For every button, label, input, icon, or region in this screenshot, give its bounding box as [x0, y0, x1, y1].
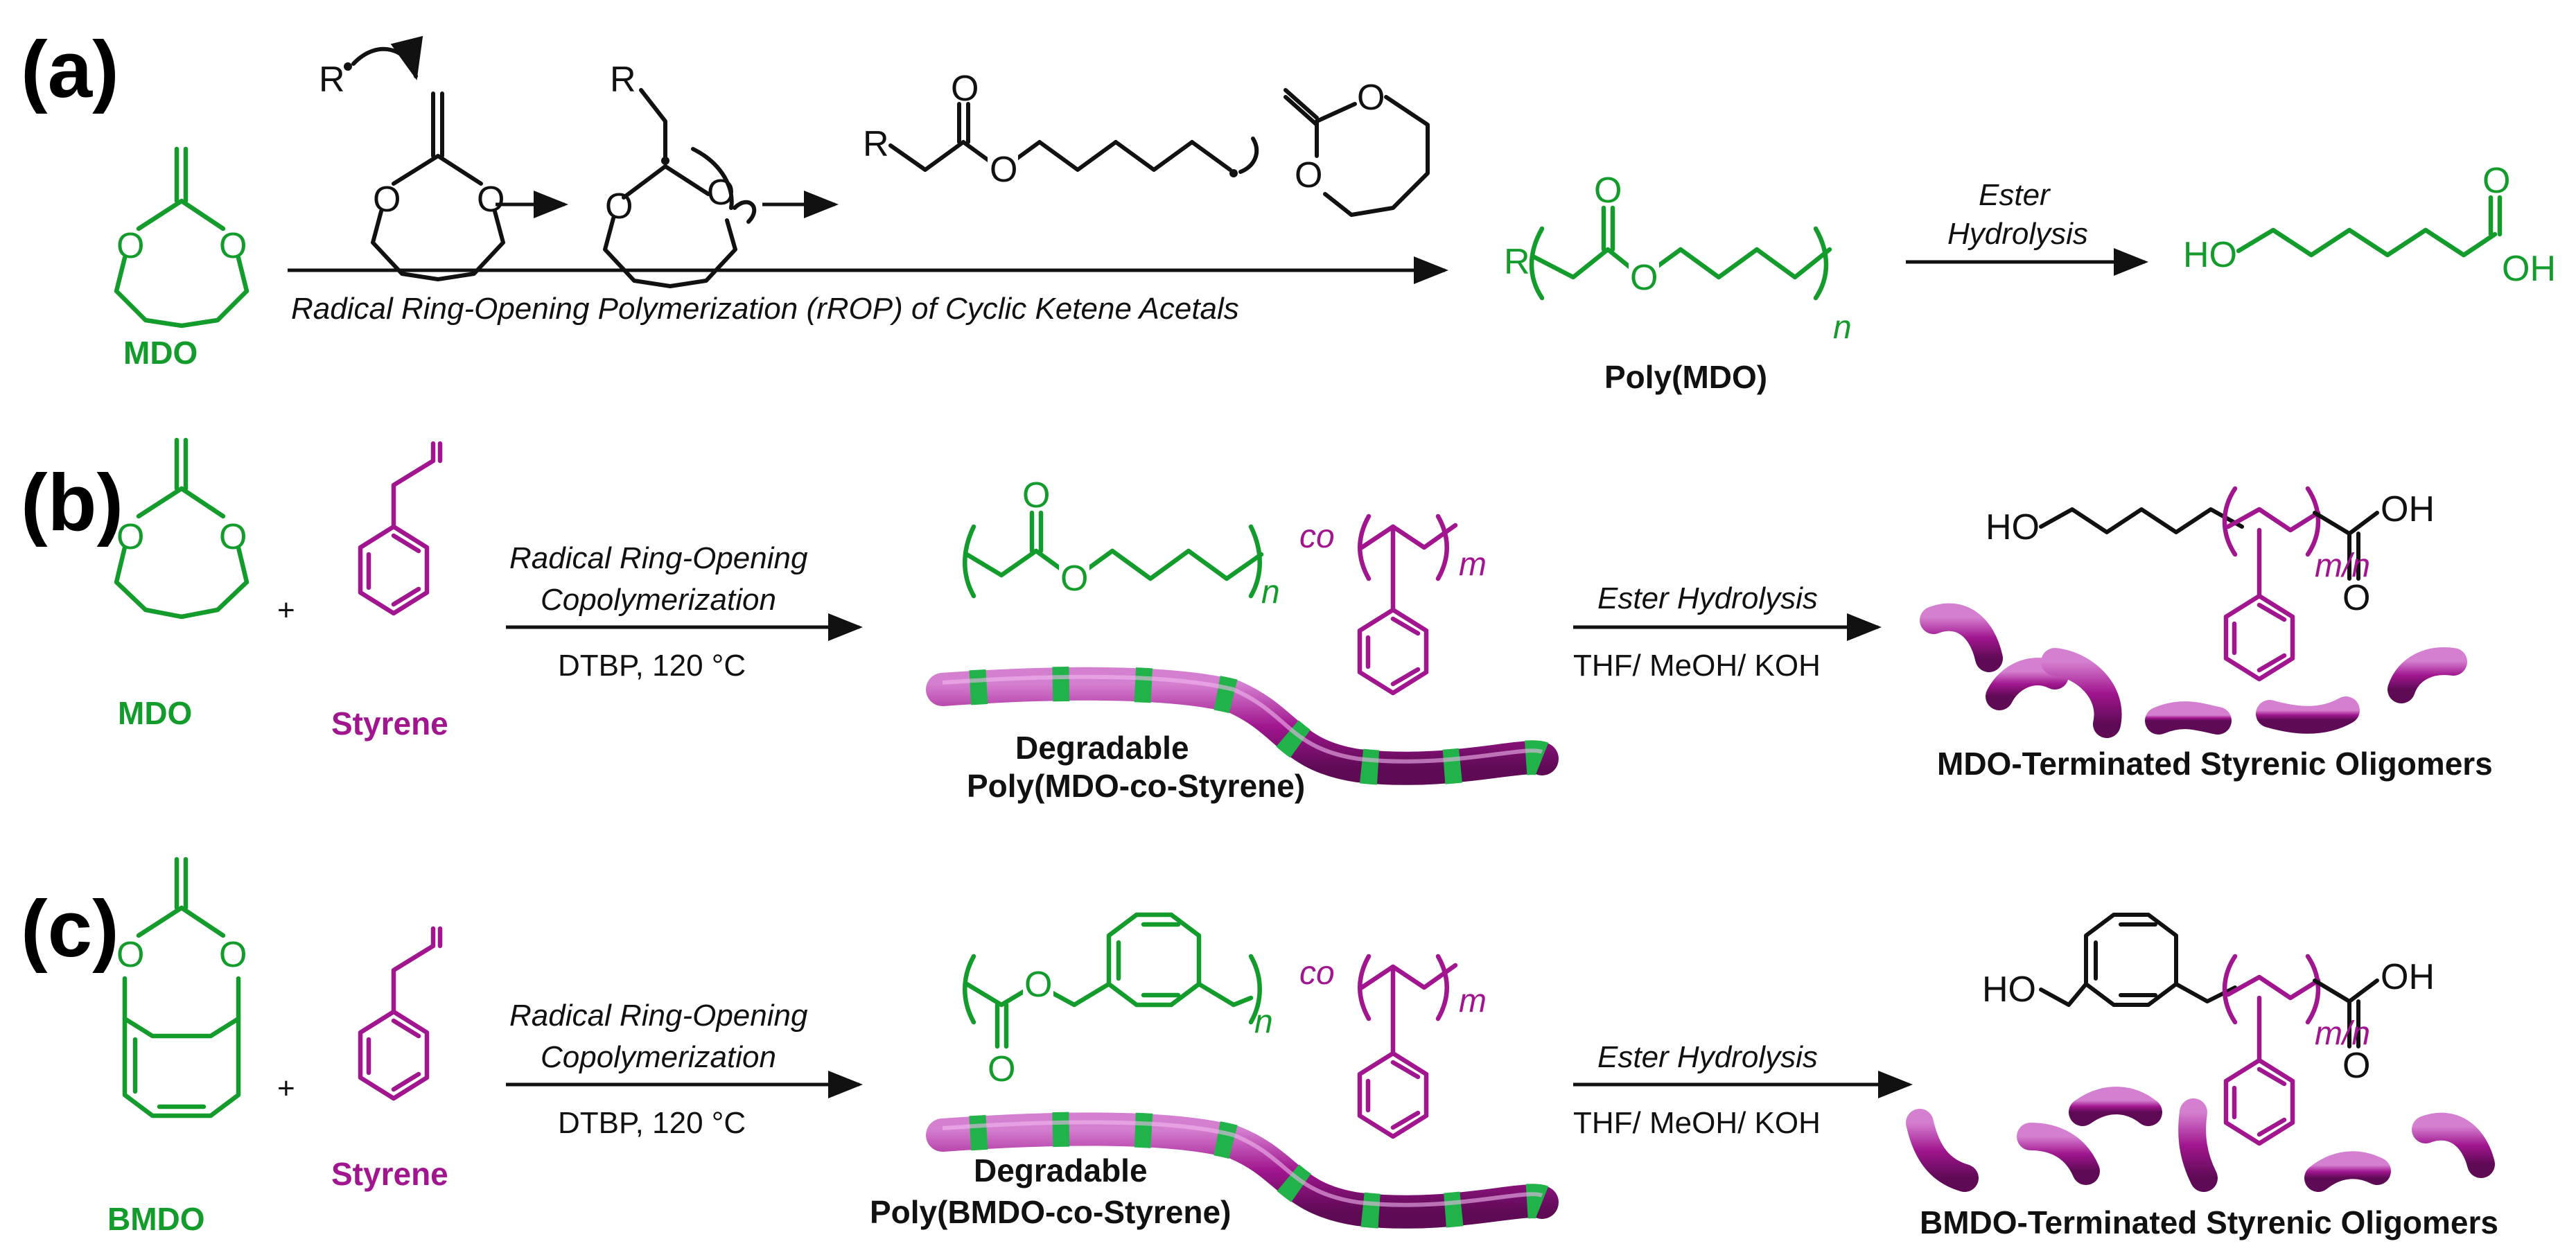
mdo-label-b: MDO — [118, 695, 192, 731]
panel-b: (b) O O MDO + Styrene Radical Ring-Openi… — [21, 437, 2493, 804]
panel-c: (c) O O BMDO + Styrene Radical Ring-Open… — [21, 857, 2498, 1240]
o-atom-mdo2a: O — [1357, 78, 1385, 118]
product-c-mn: m/n — [2315, 1015, 2370, 1052]
poly-mdo-structure: R O O n Poly(MDO) — [1504, 170, 1852, 395]
o-atom-i1b: O — [477, 179, 505, 220]
copoly-c-n: n — [1254, 1003, 1273, 1040]
r-atom-1: R — [319, 60, 345, 100]
styrene-structure-b: Styrene — [331, 441, 448, 741]
cond-c-line2: Copolymerization — [541, 1040, 776, 1074]
degradable-c: Degradable — [974, 1152, 1148, 1188]
intermediate-1: R O O — [319, 35, 505, 281]
product-b-mn: m/n — [2315, 547, 2370, 584]
styrene-label-b: Styrene — [331, 705, 448, 741]
hydrolysis-line2: Hydrolysis — [1947, 217, 2088, 251]
copolymer-structure-c: O O n co m — [963, 912, 1487, 1139]
copolymer-structure-b: O O n co m — [963, 475, 1487, 696]
poly-mdo-label: Poly(MDO) — [1604, 359, 1767, 395]
product-oligomer-c: HO O OH m/n — [1982, 913, 2435, 1146]
o-atom-ester: O — [990, 150, 1017, 190]
bmdo-structure: O O BMDO — [107, 857, 247, 1237]
mdo-structure-b: O O MDO — [114, 437, 249, 731]
plus-b: + — [277, 593, 295, 627]
r-atom-2: R — [610, 60, 636, 100]
degradable-b: Degradable — [1015, 730, 1189, 766]
copoly-b-o-ester: O — [1060, 559, 1088, 599]
intermediate-2: R O O — [603, 60, 757, 288]
copoly-b-o-carbonyl: O — [1022, 475, 1050, 516]
polymer-chain-c — [926, 1112, 1559, 1229]
mdo-o-left: O — [116, 226, 144, 266]
styrene-label-c: Styrene — [331, 1156, 448, 1192]
hydroxyhexanoic-acid: HO O OH — [2183, 161, 2556, 289]
mdo-b-o-left: O — [116, 517, 144, 557]
acid-ho: HO — [2183, 235, 2237, 275]
copoly-c-o-ester: O — [1024, 965, 1052, 1005]
plus-c: + — [277, 1071, 295, 1105]
bmdo-label: BMDO — [107, 1201, 205, 1237]
copoly-c-co: co — [1299, 955, 1335, 992]
oligomer-label-b: MDO-Terminated Styrenic Oligomers — [1937, 746, 2493, 782]
oligomer-fragments-c — [1906, 1087, 2495, 1192]
panel-a: (a) O O MDO R O O R — [21, 24, 2556, 395]
poly-r: R — [1504, 242, 1530, 282]
copoly-b-n: n — [1261, 574, 1280, 611]
mdo-structure-a: O O MDO — [114, 146, 249, 371]
product-b-o: O — [2342, 578, 2370, 618]
panel-c-label: (c) — [21, 884, 119, 974]
ring-opened-radical: R O O — [863, 69, 1259, 190]
rrop-caption: Radical Ring-Opening Polymerization (rRO… — [291, 292, 1239, 326]
copolymer-label-b: Poly(MDO-co-Styrene) — [967, 768, 1305, 804]
cond-c-line1: Radical Ring-Opening — [509, 999, 808, 1033]
copoly-b-m: m — [1459, 546, 1487, 583]
product-c-ho: HO — [1982, 969, 2036, 1010]
polymer-chain-b — [926, 666, 1559, 786]
product-b-oh: OH — [2381, 489, 2435, 529]
bmdo-o-left: O — [116, 935, 144, 975]
copoly-c-m: m — [1459, 983, 1487, 1019]
bmdo-o-right: O — [219, 935, 247, 975]
o-atom-mdo2b: O — [1295, 155, 1322, 195]
cond-b-line3: DTBP, 120 °C — [558, 649, 746, 683]
acid-oh: OH — [2502, 249, 2556, 289]
acid-o: O — [2482, 161, 2510, 201]
hydrolysis-cond-b: THF/ MeOH/ KOH — [1573, 649, 1821, 683]
copolymer-label-c: Poly(BMDO-co-Styrene) — [870, 1194, 1231, 1230]
product-b-ho: HO — [1986, 507, 2040, 547]
cond-b-line2: Copolymerization — [541, 583, 776, 617]
oligomer-label-c: BMDO-Terminated Styrenic Oligomers — [1920, 1204, 2498, 1240]
o-atom-i2a: O — [605, 186, 633, 227]
oligomer-fragments-b — [1920, 603, 2467, 738]
o-atom-carbonyl: O — [951, 69, 979, 109]
mdo-b-o-right: O — [219, 517, 247, 557]
copoly-c-o-carbonyl: O — [988, 1049, 1015, 1089]
copoly-b-co: co — [1299, 518, 1335, 555]
hydrolysis-cond-c: THF/ MeOH/ KOH — [1573, 1106, 1821, 1140]
hydrolysis-c: Ester Hydrolysis — [1597, 1040, 1818, 1074]
o-atom-i1a: O — [373, 179, 401, 220]
product-oligomer-b: HO O OH m/n — [1986, 486, 2435, 682]
styrene-structure-c: Styrene — [331, 926, 448, 1192]
poly-o-carbonyl: O — [1594, 170, 1622, 211]
poly-n: n — [1833, 309, 1852, 346]
product-c-oh: OH — [2381, 957, 2435, 997]
cond-b-line1: Radical Ring-Opening — [509, 541, 808, 575]
cond-c-line3: DTBP, 120 °C — [558, 1106, 746, 1140]
mdo-o-right: O — [219, 226, 247, 266]
mdo-structure-black: O O — [1283, 78, 1430, 217]
product-c-o: O — [2342, 1046, 2370, 1086]
hydrolysis-line1: Ester — [1979, 178, 2051, 212]
poly-o-ester: O — [1630, 258, 1658, 298]
panel-a-label: (a) — [21, 24, 119, 114]
r-atom-3: R — [863, 124, 889, 164]
hydrolysis-b: Ester Hydrolysis — [1597, 581, 1818, 615]
panel-b-label: (b) — [21, 457, 123, 547]
mdo-label-a: MDO — [123, 335, 198, 371]
